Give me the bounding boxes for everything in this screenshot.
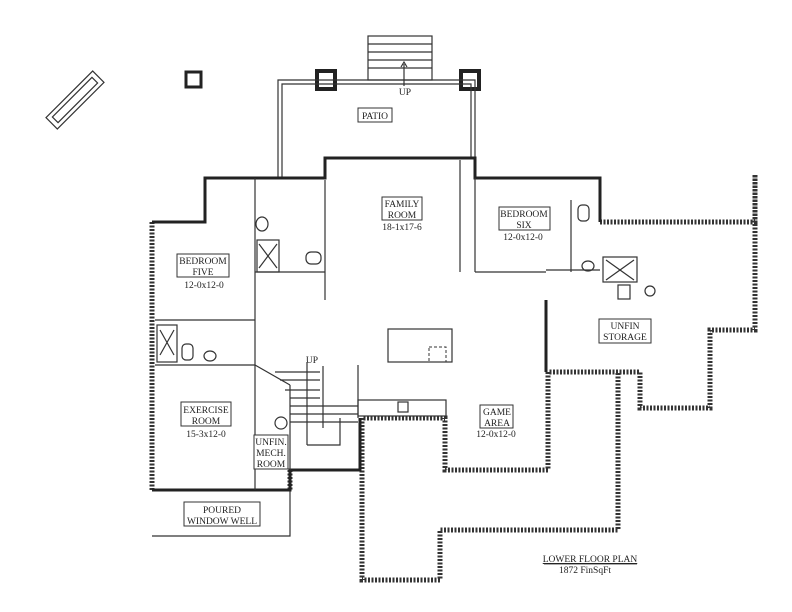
room-label-patio: PATIO [357, 107, 393, 123]
room-label-bedroom-five: BEDROOM FIVE 12-0x12-0 [176, 253, 230, 291]
room-label-mech-room: UNFIN. MECH. ROOM [253, 434, 289, 470]
stair-up-label: UP [306, 356, 318, 366]
toilet-icon [577, 204, 590, 222]
svg-text:BEDROOM: BEDROOM [500, 210, 548, 220]
svg-text:ROOM: ROOM [257, 460, 286, 470]
toilet-icon [305, 251, 322, 265]
svg-text:SIX: SIX [516, 221, 531, 231]
shower-icon [256, 239, 280, 273]
sink-icon [255, 216, 269, 232]
sink-icon [397, 401, 409, 413]
sink-icon [203, 350, 217, 362]
plan-area: 1872 FinSqFt [559, 566, 611, 576]
kitchen-island [387, 328, 453, 363]
room-label-unfin-storage: UNFIN STORAGE [598, 318, 652, 344]
room-label-bedroom-six: BEDROOM SIX 12-0x12-0 [498, 206, 551, 243]
svg-text:AREA: AREA [484, 419, 510, 429]
svg-text:WINDOW WELL: WINDOW WELL [187, 517, 257, 527]
svg-text:STORAGE: STORAGE [603, 333, 647, 343]
patio-outline [277, 79, 476, 178]
svg-text:FAMILY: FAMILY [385, 200, 420, 210]
bar-counter [357, 399, 447, 417]
room-label-exercise-room: EXERCISE ROOM 15-3x12-0 [180, 401, 232, 440]
room-size: 12-0x12-0 [184, 281, 224, 291]
svg-text:EXERCISE: EXERCISE [183, 406, 229, 416]
svg-text:FIVE: FIVE [192, 268, 213, 278]
svg-text:PATIO: PATIO [362, 112, 388, 122]
svg-text:MECH.: MECH. [256, 449, 286, 459]
plan-title: LOWER FLOOR PLAN [543, 555, 638, 565]
water-heater-icon [274, 416, 288, 430]
svg-text:UNFIN: UNFIN [610, 322, 639, 332]
foundation-walls [149, 175, 758, 583]
svg-text:UNFIN.: UNFIN. [255, 438, 286, 448]
svg-text:POURED: POURED [203, 506, 241, 516]
svg-text:GAME: GAME [483, 408, 511, 418]
sink-icon [581, 260, 595, 272]
room-size: 18-1x17-6 [382, 223, 422, 233]
toilet-icon [181, 343, 194, 361]
room-size: 15-3x12-0 [186, 430, 226, 440]
window-well-diagonal [45, 70, 105, 130]
furnace-icon [617, 284, 631, 300]
shower-icon [602, 256, 638, 283]
room-label-family-room: FAMILY ROOM 18-1x17-6 [381, 196, 423, 233]
room-label-window-well: POURED WINDOW WELL [183, 501, 261, 527]
room-label-game-area: GAME AREA 12-0x12-0 [476, 404, 516, 440]
interior-walls [155, 160, 572, 490]
room-size: 12-0x12-0 [476, 430, 516, 440]
water-heater-icon [644, 285, 656, 297]
patio-stairs [367, 35, 433, 86]
shower-icon [156, 324, 178, 363]
fixtures [156, 204, 656, 430]
svg-text:BEDROOM: BEDROOM [179, 257, 227, 267]
stairs [275, 362, 358, 446]
room-size: 12-0x12-0 [503, 233, 543, 243]
patio-stair-up-label: UP [399, 88, 411, 98]
svg-text:ROOM: ROOM [192, 417, 221, 427]
svg-text:ROOM: ROOM [388, 211, 417, 221]
